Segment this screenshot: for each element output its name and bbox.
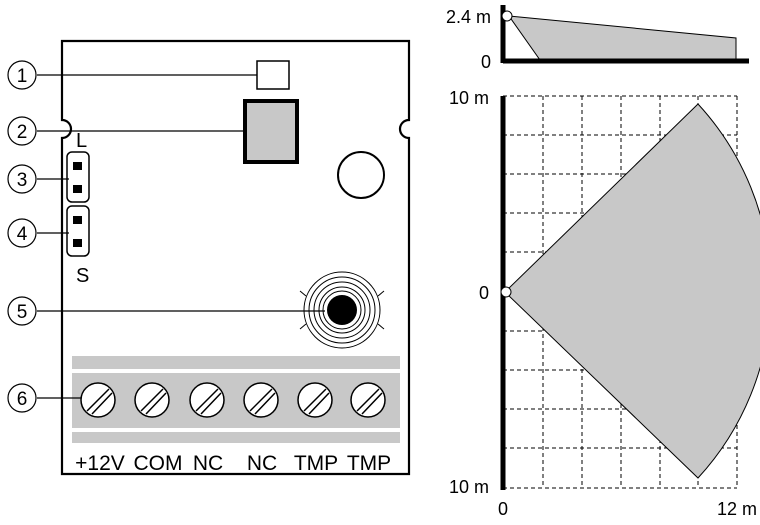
callout-number: 6 <box>17 389 28 410</box>
side-view-detector <box>501 10 513 22</box>
side-height-label: 2.4 m <box>446 7 491 27</box>
jumper-pin <box>73 162 82 170</box>
screw-slot <box>361 392 383 415</box>
callout-number: 2 <box>17 122 28 143</box>
terminal-screws <box>80 382 386 418</box>
jumper-pin <box>73 216 82 224</box>
y-top-label: 10 m <box>449 88 489 108</box>
jumper-top[interactable] <box>66 151 90 203</box>
screw-slot <box>195 388 219 412</box>
terminal-label: NC <box>247 452 277 475</box>
led-hole <box>337 151 385 199</box>
callout-circle <box>7 116 37 146</box>
terminal-label: COM <box>134 452 183 475</box>
callout-number: 5 <box>17 302 28 323</box>
coverage-sector <box>504 103 760 479</box>
side-view-coverage <box>507 15 737 61</box>
callout-circle <box>7 296 37 326</box>
x-start-label: 0 <box>498 499 508 519</box>
screw-slot <box>140 388 164 412</box>
screw-slot <box>145 392 167 415</box>
callout-number: 3 <box>17 170 28 191</box>
jumper-pin <box>73 185 82 193</box>
side-zero-label: 0 <box>481 52 491 72</box>
buzzer-center <box>327 295 357 325</box>
screw-slot <box>86 388 110 412</box>
y-bottom-label: 10 m <box>449 477 489 497</box>
x-end-label: 12 m <box>717 499 757 519</box>
screw-slot <box>254 392 276 415</box>
callout-number: 4 <box>17 224 28 245</box>
terminal-label: +12V <box>75 452 125 475</box>
screw-slot <box>91 392 113 415</box>
callout-number: 1 <box>17 66 28 87</box>
top-view-detector <box>500 286 512 298</box>
y-mid-label: 0 <box>479 283 489 303</box>
callout-circle <box>7 218 37 248</box>
side-view: 2.4 m 0 <box>446 5 749 72</box>
buzzer-spiral <box>299 271 385 349</box>
jumper-pin <box>73 239 82 247</box>
screw-slot <box>303 388 327 412</box>
screw-slot <box>249 388 273 412</box>
terminal-stripe <box>72 369 400 373</box>
terminal-stripe <box>72 428 400 432</box>
screw-slot <box>356 388 380 412</box>
terminal-label: TMP <box>294 452 338 475</box>
callout-circle <box>7 164 37 194</box>
screw-slot <box>200 392 222 415</box>
terminal-labels: +12V COM NC NC TMP TMP <box>75 452 391 475</box>
pcb-board: L S +12V COM NC NC TMP TMP <box>60 39 411 476</box>
terminal-label: NC <box>193 452 223 475</box>
jumper-bottom[interactable] <box>66 205 90 257</box>
pir-sensor <box>243 99 299 164</box>
callout-circle <box>7 383 37 413</box>
terminal-label: TMP <box>347 452 391 475</box>
top-view: 10 m 0 10 m 0 12 m <box>449 88 760 519</box>
sensor-window <box>256 60 290 90</box>
callout-circle <box>7 60 37 90</box>
screw-slot <box>308 392 330 415</box>
jumper-label-l: L <box>76 130 87 152</box>
callouts: 1 2 3 4 5 6 <box>7 60 325 413</box>
jumper-label-s: S <box>76 265 89 287</box>
